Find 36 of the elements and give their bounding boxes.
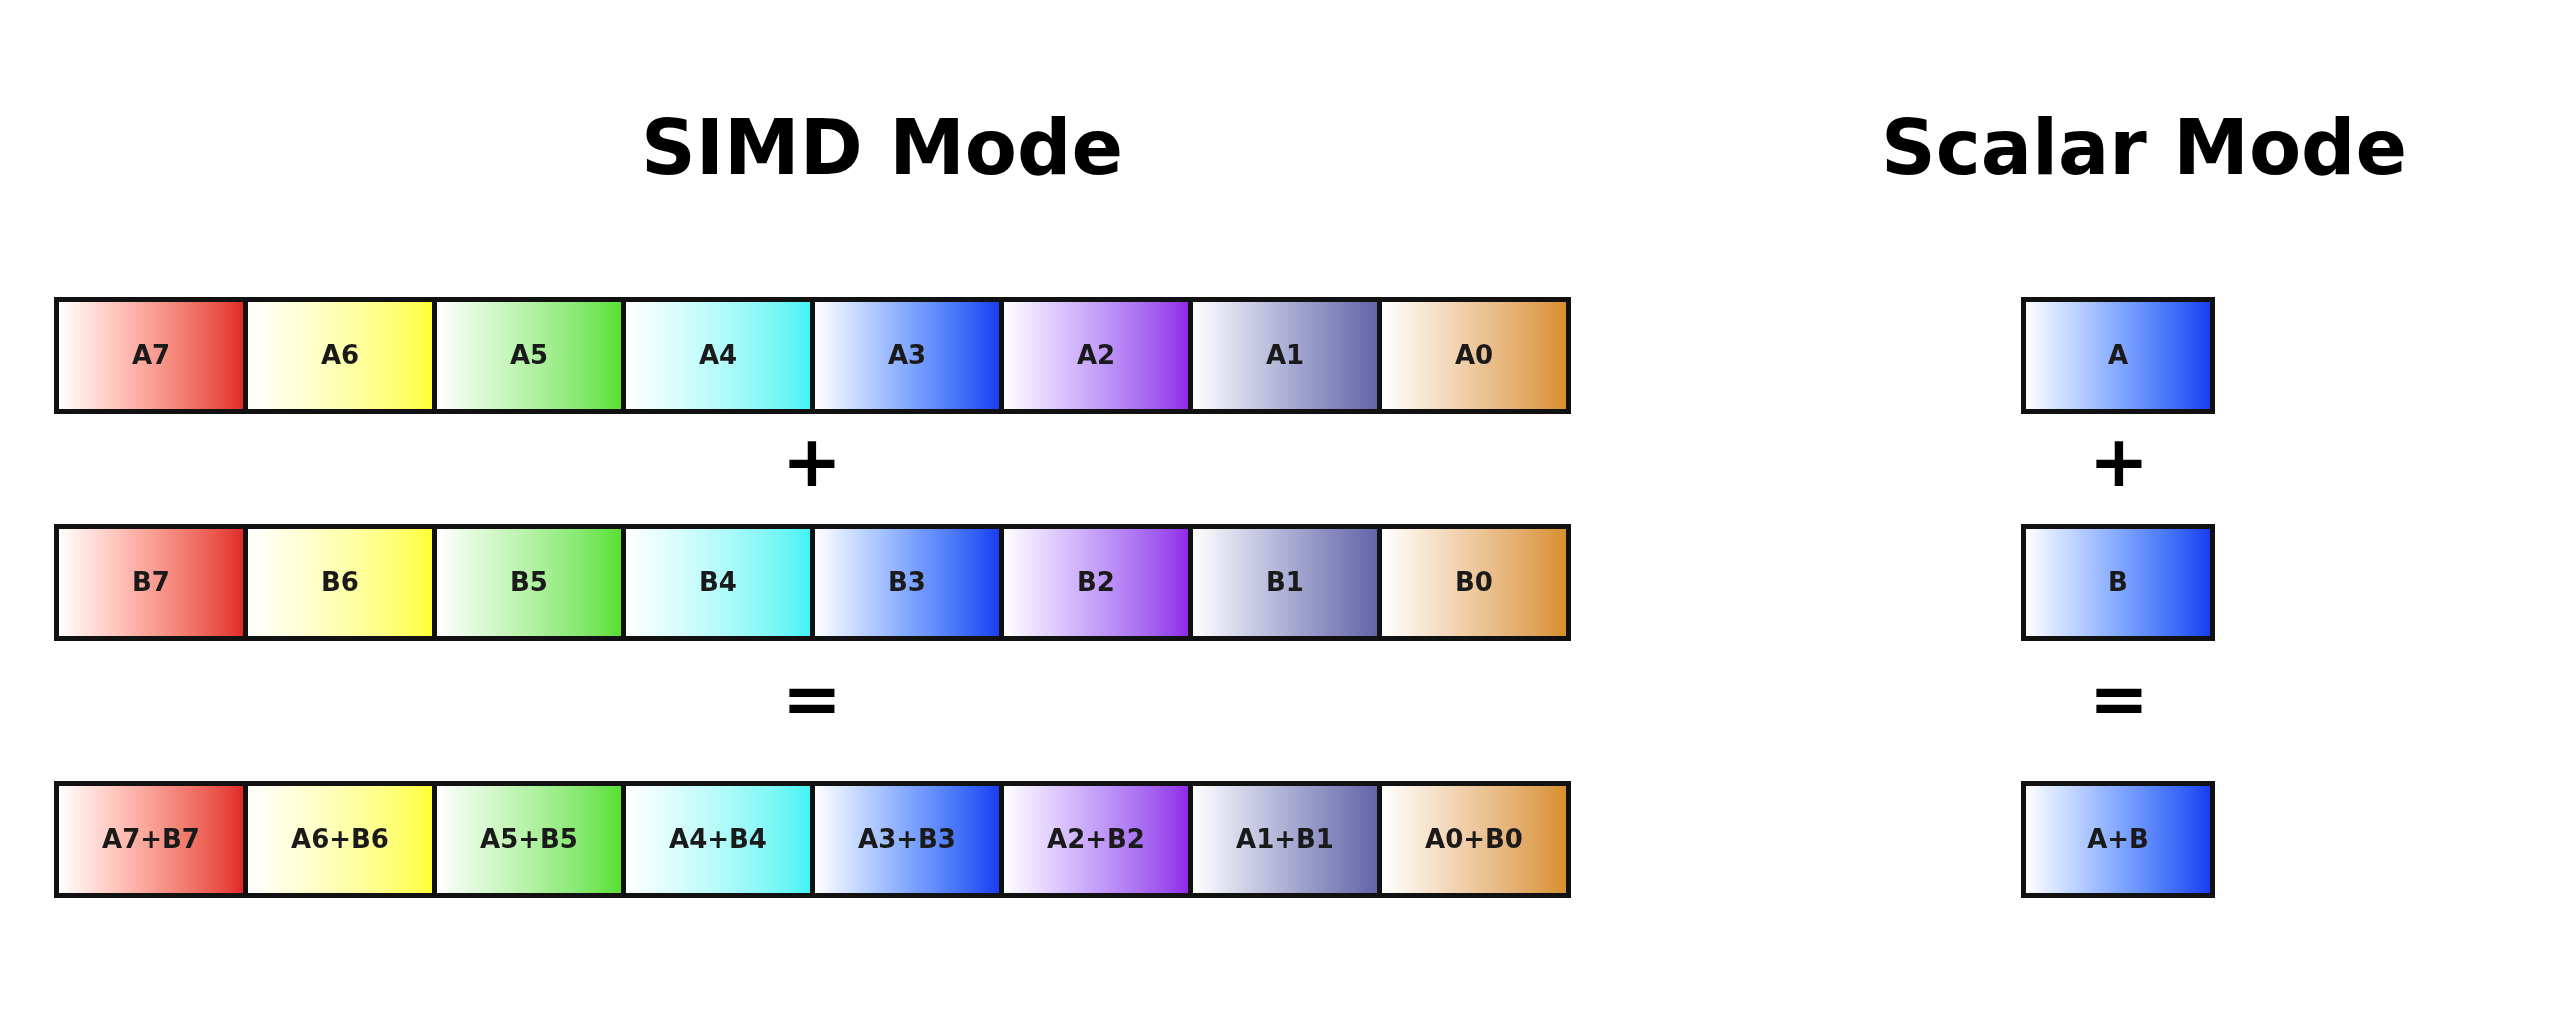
cell-label: A7+B7: [102, 823, 200, 856]
cell-label: A0+B0: [1425, 823, 1523, 856]
cell-label: A6+B6: [291, 823, 389, 856]
cell-label: A6: [320, 339, 360, 372]
cell-label: A4: [698, 339, 738, 372]
cell-label: A3+B3: [858, 823, 956, 856]
cell-label: B4: [699, 566, 737, 599]
section-title: Scalar Mode: [1879, 110, 2409, 186]
cell-label: B2: [1077, 566, 1115, 599]
operator-symbol: =: [780, 662, 844, 734]
cell-label: A1: [1265, 339, 1305, 372]
cell-label: A0: [1454, 339, 1494, 372]
section-title: SIMD Mode: [640, 110, 1124, 186]
operator-symbol: =: [2087, 662, 2151, 734]
cell-label: B: [2108, 566, 2128, 599]
register-cell: [2021, 781, 2215, 898]
cell-label: B1: [1266, 566, 1304, 599]
cell-label: B0: [1455, 566, 1493, 599]
cell-label: A+B: [2087, 823, 2149, 856]
cell-label: A4+B4: [669, 823, 767, 856]
cell-label: B6: [321, 566, 359, 599]
operator-symbol: +: [2087, 425, 2151, 497]
cell-label: A5+B5: [480, 823, 578, 856]
cell-label: A2+B2: [1047, 823, 1145, 856]
cell-label: A3: [887, 339, 927, 372]
register-cell: [2021, 297, 2215, 414]
cell-label: B3: [888, 566, 926, 599]
cell-label: A7: [131, 339, 171, 372]
register-cell: [2021, 524, 2215, 641]
cell-label: A1+B1: [1236, 823, 1334, 856]
cell-label: A2: [1076, 339, 1116, 372]
cell-label: B5: [510, 566, 548, 599]
cell-label: B7: [132, 566, 170, 599]
cell-label: A: [2107, 339, 2129, 372]
cell-label: A5: [509, 339, 549, 372]
operator-symbol: +: [780, 425, 844, 497]
